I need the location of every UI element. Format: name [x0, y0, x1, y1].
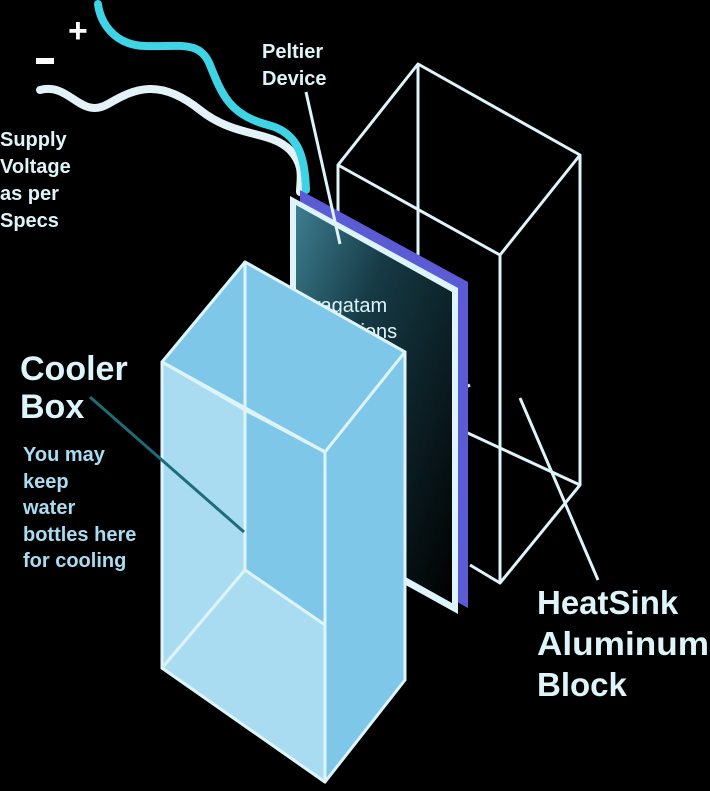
supply-label-line-3: as per	[0, 183, 59, 205]
cooler-box	[160, 260, 407, 784]
supply-voltage-label: Supply Voltage as per Specs	[0, 129, 71, 232]
cooler-pointer-line	[89, 395, 245, 534]
peltier-label: Peltier Device	[262, 41, 327, 90]
supply-label-line-4: Specs	[0, 210, 59, 232]
peltier-label-line-2: Device	[262, 68, 327, 90]
cooler-note-line-2: keep	[23, 471, 69, 493]
supply-label-line-1: Supply	[0, 129, 68, 151]
heatsink-label: HeatSink Aluminum Block	[537, 584, 709, 703]
cooler-box-title: Cooler Box	[20, 350, 128, 426]
cooler-note: You may keep water bottles here for cool…	[22, 444, 136, 572]
heatsink-label-line-2: Aluminum	[537, 625, 709, 662]
cooler-title-line-2: Box	[20, 388, 84, 426]
minus-symbol	[36, 58, 54, 64]
peltier-pointer-line	[304, 91, 342, 245]
plus-symbol: +	[68, 12, 88, 50]
cooler-note-line-4: bottles here	[23, 524, 136, 546]
heatsink-label-line-1: HeatSink	[537, 584, 679, 621]
cooler-note-line-3: water	[22, 497, 75, 519]
heatsink-label-line-3: Block	[537, 666, 628, 703]
supply-label-line-2: Voltage	[0, 156, 71, 178]
cooler-note-line-1: You may	[23, 444, 106, 466]
positive-wire	[94, 0, 310, 194]
peltier-label-line-1: Peltier	[262, 41, 323, 63]
cooler-note-line-5: for cooling	[23, 550, 126, 572]
negative-wire	[36, 84, 305, 196]
cooler-title-line-1: Cooler	[20, 350, 128, 388]
heatsink-pointer-line	[518, 397, 600, 581]
